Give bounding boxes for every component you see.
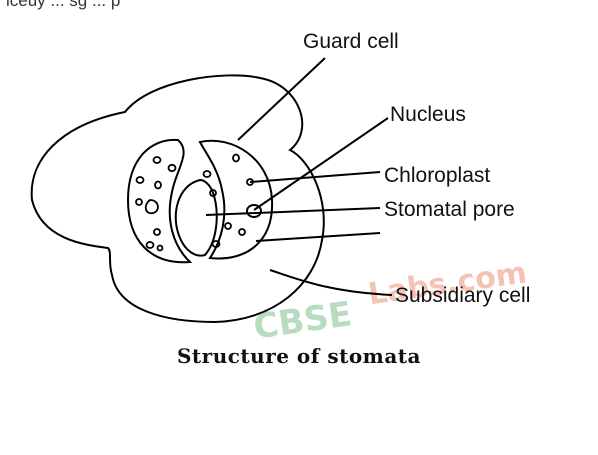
right-guard-cell: [200, 141, 272, 259]
left-guard-cell: [128, 140, 190, 262]
chloroplasts-left: [136, 157, 176, 251]
guard-cell-pointer: [238, 58, 325, 140]
subsidiary-cell-pointer: [270, 270, 392, 295]
watermark-cbse-text: CBSE: [251, 294, 354, 347]
diagram-caption: Structure of stomata: [176, 344, 421, 368]
label-nucleus: Nucleus: [390, 103, 466, 126]
label-guard-cell: Guard cell: [303, 30, 399, 53]
cropped-heading-text: iceuy ... sg ... p: [6, 0, 121, 10]
label-chloroplast: Chloroplast: [384, 164, 490, 187]
extra-pointer: [256, 233, 380, 241]
label-stomatal-pore: Stomatal pore: [384, 198, 515, 221]
nucleus: [247, 205, 261, 217]
chloroplast-pointer: [250, 172, 380, 182]
label-subsidiary-cell: Subsidiary cell: [395, 284, 530, 307]
stomatal-pore-pointer: [206, 208, 380, 215]
chloroplasts-right: [204, 155, 254, 248]
nucleus-pointer: [254, 118, 388, 210]
stomatal-pore: [176, 180, 217, 256]
subsidiary-cell-outline: [32, 75, 324, 322]
